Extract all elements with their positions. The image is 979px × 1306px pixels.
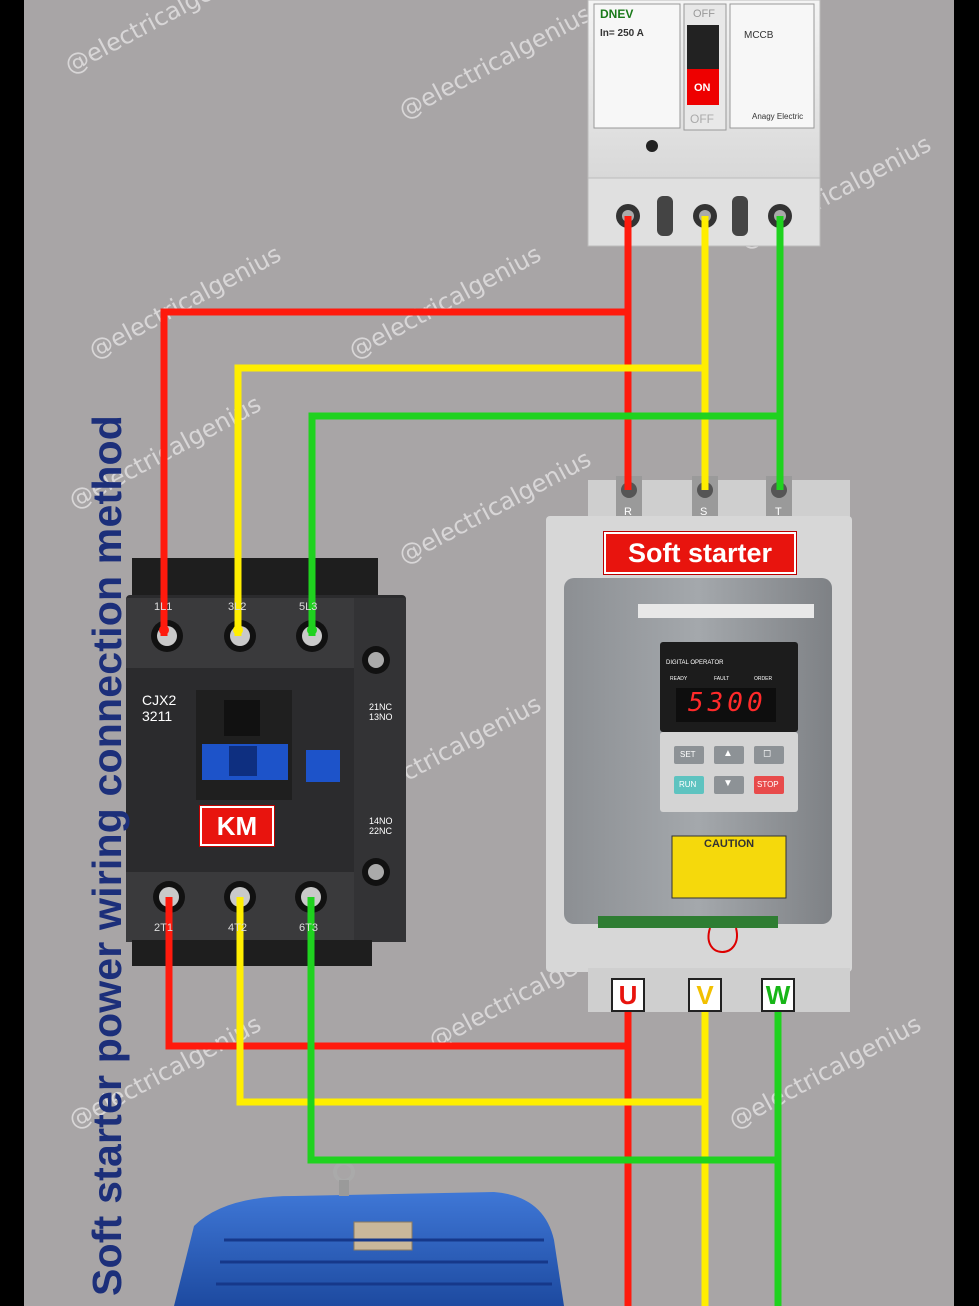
power-wires xyxy=(160,216,784,1306)
input-terminal-s: S xyxy=(700,506,708,518)
input-terminal-t: T xyxy=(775,506,782,518)
wire-phase-w xyxy=(307,897,778,1164)
output-terminal-u: U xyxy=(611,978,645,1012)
contactor-km xyxy=(126,558,406,966)
key-stop[interactable]: STOP xyxy=(757,780,779,789)
indicator-order: ORDER xyxy=(754,676,773,682)
key-enter[interactable]: ◻ xyxy=(763,748,772,759)
key-set[interactable]: SET xyxy=(680,750,696,759)
key-down[interactable]: ▼ xyxy=(723,778,733,789)
wire-phase-v xyxy=(236,897,705,1106)
display-header: DIGITAL OPERATOR xyxy=(666,660,724,666)
led-display: 5300 xyxy=(688,688,767,718)
contactor-model-line1: CJX2 xyxy=(142,692,177,708)
breaker-type: MCCB xyxy=(744,30,774,41)
contactor-terminal-label: 4T2 xyxy=(228,922,247,934)
wiring-diagram-graphics xyxy=(126,0,852,1306)
breaker-off-top: OFF xyxy=(693,8,715,20)
breaker-off-label: OFF xyxy=(690,112,714,126)
breaker-rating: In= 250 A xyxy=(600,28,644,39)
contactor-terminal-label: 6T3 xyxy=(299,922,318,934)
indicator-ready: READY xyxy=(670,676,688,682)
mccb-breaker xyxy=(587,0,821,247)
contactor-tag-km: KM xyxy=(200,806,274,846)
page-title: Soft starter power wiring connection met… xyxy=(84,414,130,1296)
wire-phase-l3 xyxy=(308,216,784,636)
output-terminal-w: W xyxy=(761,978,795,1012)
contactor-model-line2: 3211 xyxy=(142,708,173,724)
diagram-canvas: @electricalgenius @electricalgenius @ele… xyxy=(24,0,954,1306)
breaker-on-label: ON xyxy=(694,82,711,94)
output-terminal-v: V xyxy=(688,978,722,1012)
contactor-terminal-label: 2T1 xyxy=(154,922,173,934)
contactor-terminal-label: 5L3 xyxy=(299,601,318,613)
caution-label: CAUTION xyxy=(704,838,755,850)
contactor-aux-bottom-1: 14NO xyxy=(369,816,393,826)
wire-phase-l2 xyxy=(234,216,709,636)
soft-starter-tag: Soft starter xyxy=(604,532,796,574)
contactor-aux-bottom-2: 22NC xyxy=(369,826,393,836)
motor xyxy=(174,1161,564,1306)
indicator-fault: FAULT xyxy=(714,676,730,682)
contactor-terminal-label: 1L1 xyxy=(154,601,173,613)
contactor-terminal-label: 3L2 xyxy=(228,601,247,613)
breaker-brand: DNEV xyxy=(600,7,634,21)
key-run[interactable]: RUN xyxy=(679,780,697,789)
wire-phase-l1 xyxy=(160,216,632,636)
wire-ends xyxy=(159,625,317,635)
breaker-maker: Anagy Electric xyxy=(752,112,804,121)
wire-phase-u xyxy=(165,897,628,1050)
input-terminal-r: R xyxy=(624,506,632,518)
contactor-aux-top-2: 13NO xyxy=(369,712,393,722)
key-up[interactable]: ▲ xyxy=(723,748,733,759)
contactor-aux-top-1: 21NC xyxy=(369,702,393,712)
